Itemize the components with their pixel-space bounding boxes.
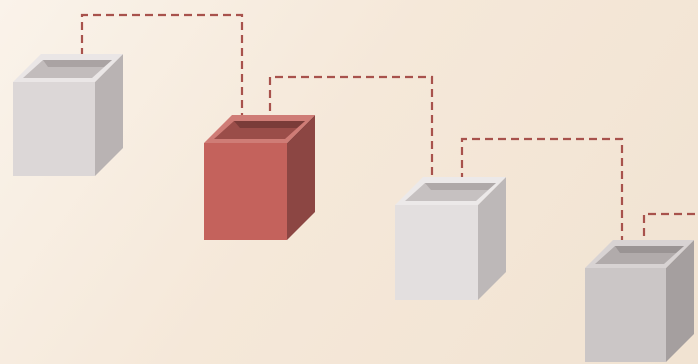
box-1-inner-back — [43, 60, 112, 67]
box-2-front — [204, 143, 287, 240]
box-3-side — [478, 177, 506, 300]
box-4-side — [666, 240, 694, 362]
box-1-front — [13, 82, 95, 176]
box-1-side — [95, 54, 123, 176]
connector-1-2 — [80, 13, 244, 128]
box-4 — [585, 240, 694, 362]
box-2 — [204, 115, 315, 240]
box-3-front — [395, 205, 478, 300]
box-3-inner-back — [425, 183, 496, 190]
connector-group — [80, 13, 698, 264]
box-2-inner-back — [234, 121, 305, 128]
box-1 — [13, 54, 123, 176]
box-2-side — [287, 115, 315, 240]
box-3 — [395, 177, 506, 300]
box-4-front — [585, 268, 666, 362]
box-4-inner-back — [615, 246, 684, 253]
connector-3-4 — [460, 137, 624, 264]
